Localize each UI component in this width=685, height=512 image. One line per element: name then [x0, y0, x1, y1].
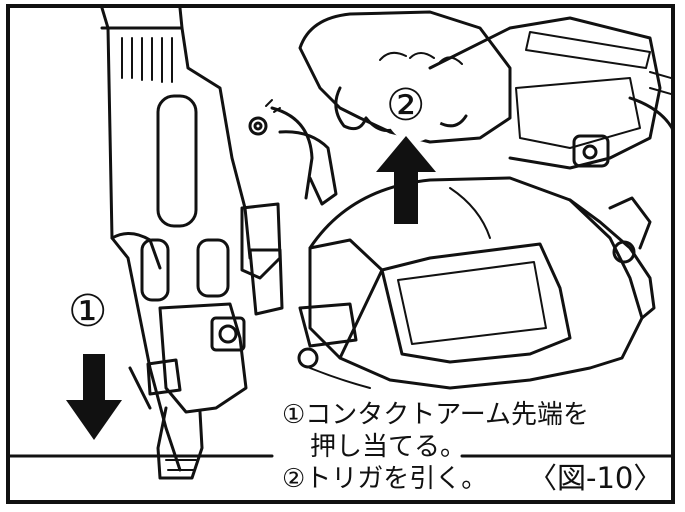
- instruction-line-2: 押し当てる。: [310, 432, 467, 462]
- nailer-illustration: [10, 8, 671, 484]
- figure-frame: ① ② ①コンタクトアーム先端を 押し当てる。 ②トリガを引く。 〈図-10〉: [6, 4, 675, 504]
- up-arrow-icon: [376, 136, 436, 224]
- hand-icon: [298, 10, 512, 144]
- instruction-line-1: ①コンタクトアーム先端を: [282, 400, 589, 430]
- nailer-tool-icon: [100, 8, 338, 480]
- step-2-marker: ②: [386, 80, 426, 131]
- instruction-line-3: ②トリガを引く。: [282, 464, 488, 494]
- magazine-canister: [297, 176, 656, 390]
- down-arrow-icon: [66, 354, 122, 440]
- step-1-marker: ①: [68, 286, 108, 337]
- handle-housing: [428, 16, 671, 170]
- figure-number-label: 〈図-10〉: [528, 461, 663, 495]
